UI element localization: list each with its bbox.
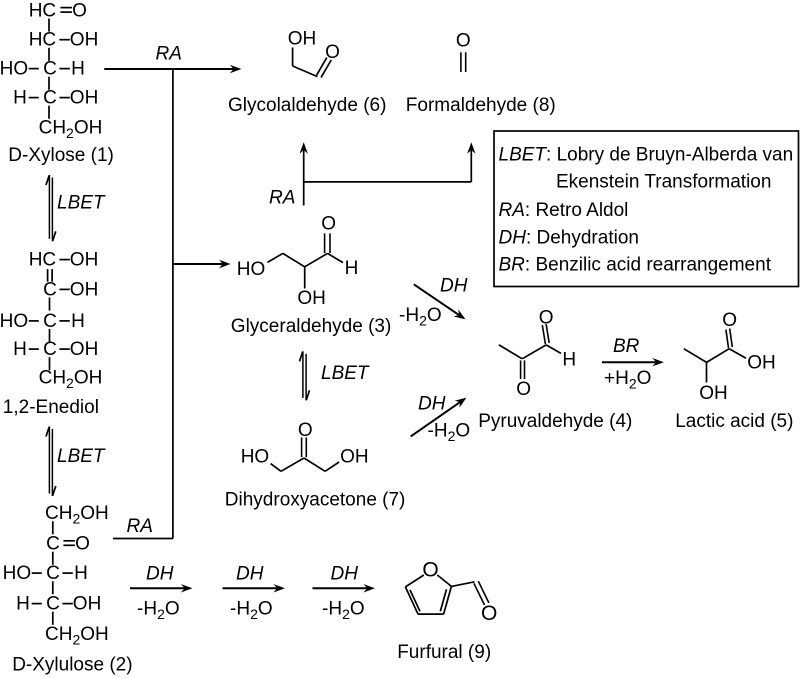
svg-text:LBET: Lobry de Bruyn-Alberda v: LBET: Lobry de Bruyn-Alberda van	[499, 144, 794, 165]
svg-text:LBET: LBET	[321, 363, 370, 384]
svg-text:D-Xylulose (2): D-Xylulose (2)	[12, 655, 132, 676]
svg-text:Lactic acid (5): Lactic acid (5)	[675, 411, 793, 432]
svg-text:HO: HO	[0, 59, 28, 80]
svg-text:CH2OH: CH2OH	[45, 624, 109, 648]
svg-text:DH: DH	[418, 394, 446, 415]
svg-text:CH2OH: CH2OH	[39, 368, 103, 392]
svg-text:Ekenstein Transformation: Ekenstein Transformation	[556, 172, 771, 193]
svg-text:OH: OH	[747, 353, 776, 374]
svg-text:OH: OH	[297, 288, 326, 309]
svg-text:O: O	[516, 379, 531, 400]
svg-text:-H2O: -H2O	[137, 599, 180, 623]
svg-text:O: O	[72, 0, 87, 21]
svg-text:H: H	[71, 59, 85, 80]
svg-text:O: O	[325, 42, 340, 63]
svg-text:HC: HC	[29, 250, 56, 271]
svg-text:H: H	[345, 258, 359, 279]
svg-text:HO: HO	[237, 259, 266, 280]
svg-text:DH: Dehydration: DH: Dehydration	[499, 228, 639, 249]
svg-text:OH: OH	[288, 29, 317, 50]
svg-text:OH: OH	[70, 88, 99, 109]
svg-text:HC: HC	[29, 0, 56, 21]
svg-text:O: O	[539, 307, 554, 328]
svg-text:-H2O: -H2O	[428, 421, 471, 445]
svg-text:HO: HO	[241, 447, 270, 468]
svg-text:C: C	[46, 594, 60, 615]
svg-text:O: O	[422, 559, 438, 582]
svg-text:RA: RA	[127, 516, 153, 537]
svg-text:-H2O: -H2O	[230, 599, 273, 623]
svg-text:Formaldehyde (8): Formaldehyde (8)	[406, 95, 556, 116]
svg-text:OH: OH	[340, 447, 369, 468]
svg-text:OH: OH	[699, 383, 728, 404]
svg-text:C: C	[43, 279, 57, 300]
svg-text:O: O	[321, 214, 336, 235]
svg-text:BR: BR	[613, 336, 640, 357]
svg-text:H: H	[71, 311, 85, 332]
svg-text:H: H	[13, 88, 27, 109]
svg-text:Furfural (9): Furfural (9)	[397, 642, 491, 663]
svg-text:DH: DH	[331, 564, 359, 585]
svg-text:D-Xylose (1): D-Xylose (1)	[8, 145, 114, 166]
svg-text:LBET: LBET	[57, 193, 106, 214]
svg-text:OH: OH	[73, 594, 102, 615]
svg-text:+H2O: +H2O	[604, 368, 651, 392]
svg-text:H: H	[13, 339, 27, 360]
svg-text:-H2O: -H2O	[399, 305, 442, 329]
svg-text:C: C	[43, 339, 57, 360]
svg-text:C: C	[43, 311, 57, 332]
svg-text:O: O	[298, 420, 313, 441]
svg-text:CH2OH: CH2OH	[39, 118, 103, 142]
svg-text:O: O	[75, 534, 90, 555]
svg-text:DH: DH	[146, 564, 174, 585]
svg-text:O: O	[722, 310, 737, 331]
svg-text:1,2-Enediol: 1,2-Enediol	[3, 397, 99, 418]
svg-text:H: H	[16, 594, 30, 615]
svg-text:OH: OH	[70, 30, 99, 51]
svg-text:OH: OH	[70, 279, 99, 300]
svg-text:O: O	[481, 602, 497, 625]
svg-text:Glycolaldehyde (6): Glycolaldehyde (6)	[228, 95, 386, 116]
svg-text:H: H	[562, 350, 576, 371]
svg-text:OH: OH	[70, 339, 99, 360]
svg-text:CH2OH: CH2OH	[45, 503, 109, 527]
svg-text:RA: RA	[269, 188, 295, 209]
svg-text:DH: DH	[440, 276, 468, 297]
svg-text:HO: HO	[3, 563, 32, 584]
svg-text:RA: RA	[156, 44, 182, 65]
svg-text:C: C	[43, 59, 57, 80]
svg-text:DH: DH	[236, 564, 264, 585]
svg-text:C: C	[43, 88, 57, 109]
svg-text:BR: Benzilic acid rearrangemen: BR: Benzilic acid rearrangement	[499, 255, 772, 276]
svg-text:HO: HO	[0, 311, 28, 332]
svg-text:H: H	[74, 563, 88, 584]
svg-text:C: C	[46, 534, 60, 555]
svg-text:C: C	[46, 563, 60, 584]
svg-text:Pyruvaldehyde (4): Pyruvaldehyde (4)	[478, 411, 632, 432]
svg-text:Dihydroxyacetone (7): Dihydroxyacetone (7)	[225, 490, 406, 511]
svg-text:O: O	[456, 31, 471, 52]
svg-text:LBET: LBET	[57, 446, 106, 467]
svg-text:-H2O: -H2O	[322, 599, 365, 623]
svg-text:RA: Retro Aldol: RA: Retro Aldol	[499, 200, 629, 221]
svg-text:Glyceraldehyde (3): Glyceraldehyde (3)	[231, 316, 392, 337]
svg-text:OH: OH	[70, 250, 99, 271]
svg-text:HC: HC	[29, 30, 56, 51]
